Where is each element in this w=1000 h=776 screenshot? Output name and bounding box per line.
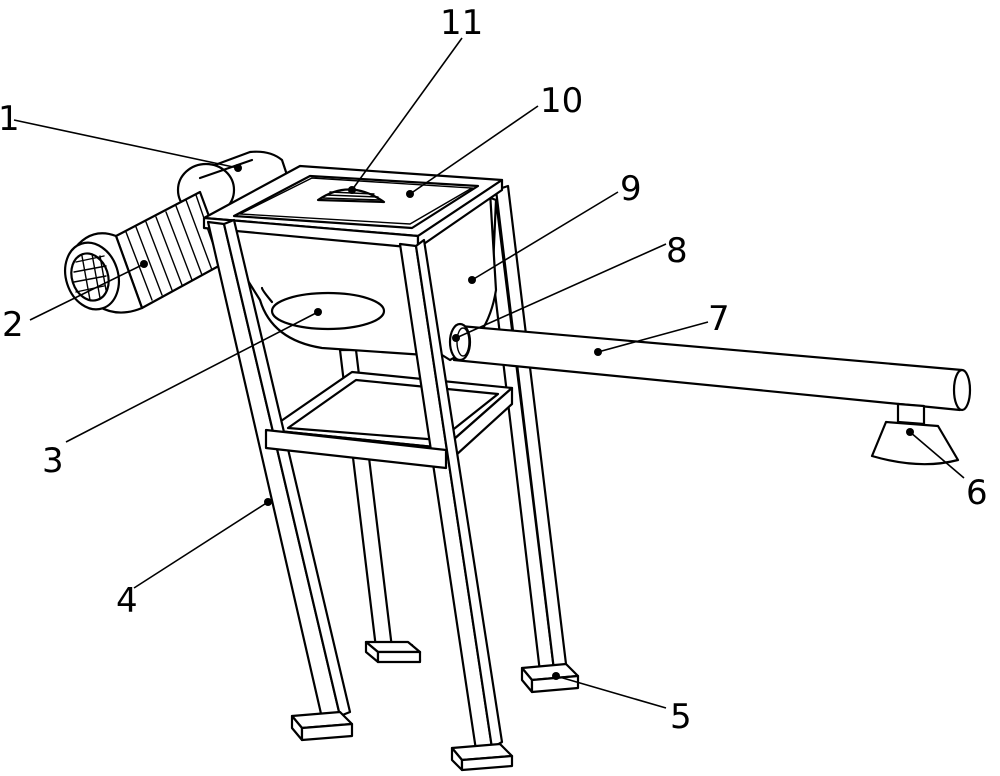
foot-pad-5 xyxy=(520,662,580,694)
motor-end-cap-2 xyxy=(64,232,144,314)
rear-leg-right xyxy=(482,184,568,674)
label-1: 1 xyxy=(0,99,20,139)
label-8: 8 xyxy=(666,231,688,271)
label-2: 2 xyxy=(2,305,24,345)
label-3: 3 xyxy=(42,441,64,481)
label-11: 11 xyxy=(440,3,483,43)
label-7: 7 xyxy=(708,299,730,339)
label-6: 6 xyxy=(966,473,988,513)
pipe-flange-8 xyxy=(448,322,472,362)
lid-10 xyxy=(237,177,475,225)
discharge-hood-6 xyxy=(870,402,960,466)
label-5: 5 xyxy=(670,697,692,737)
inspection-window-3 xyxy=(270,291,386,331)
fan-grille xyxy=(73,253,107,301)
leader-lines xyxy=(13,37,965,709)
foot-pad-front-right xyxy=(450,742,514,772)
labels: 1 2 3 4 5 6 7 8 9 10 11 xyxy=(0,3,988,737)
foot-pad-rear-left xyxy=(364,640,422,664)
label-10: 10 xyxy=(540,81,583,121)
lower-frame-front-bar xyxy=(264,428,448,470)
label-4: 4 xyxy=(116,581,138,621)
foot-pad-front-left xyxy=(290,710,354,742)
label-9: 9 xyxy=(620,169,642,209)
